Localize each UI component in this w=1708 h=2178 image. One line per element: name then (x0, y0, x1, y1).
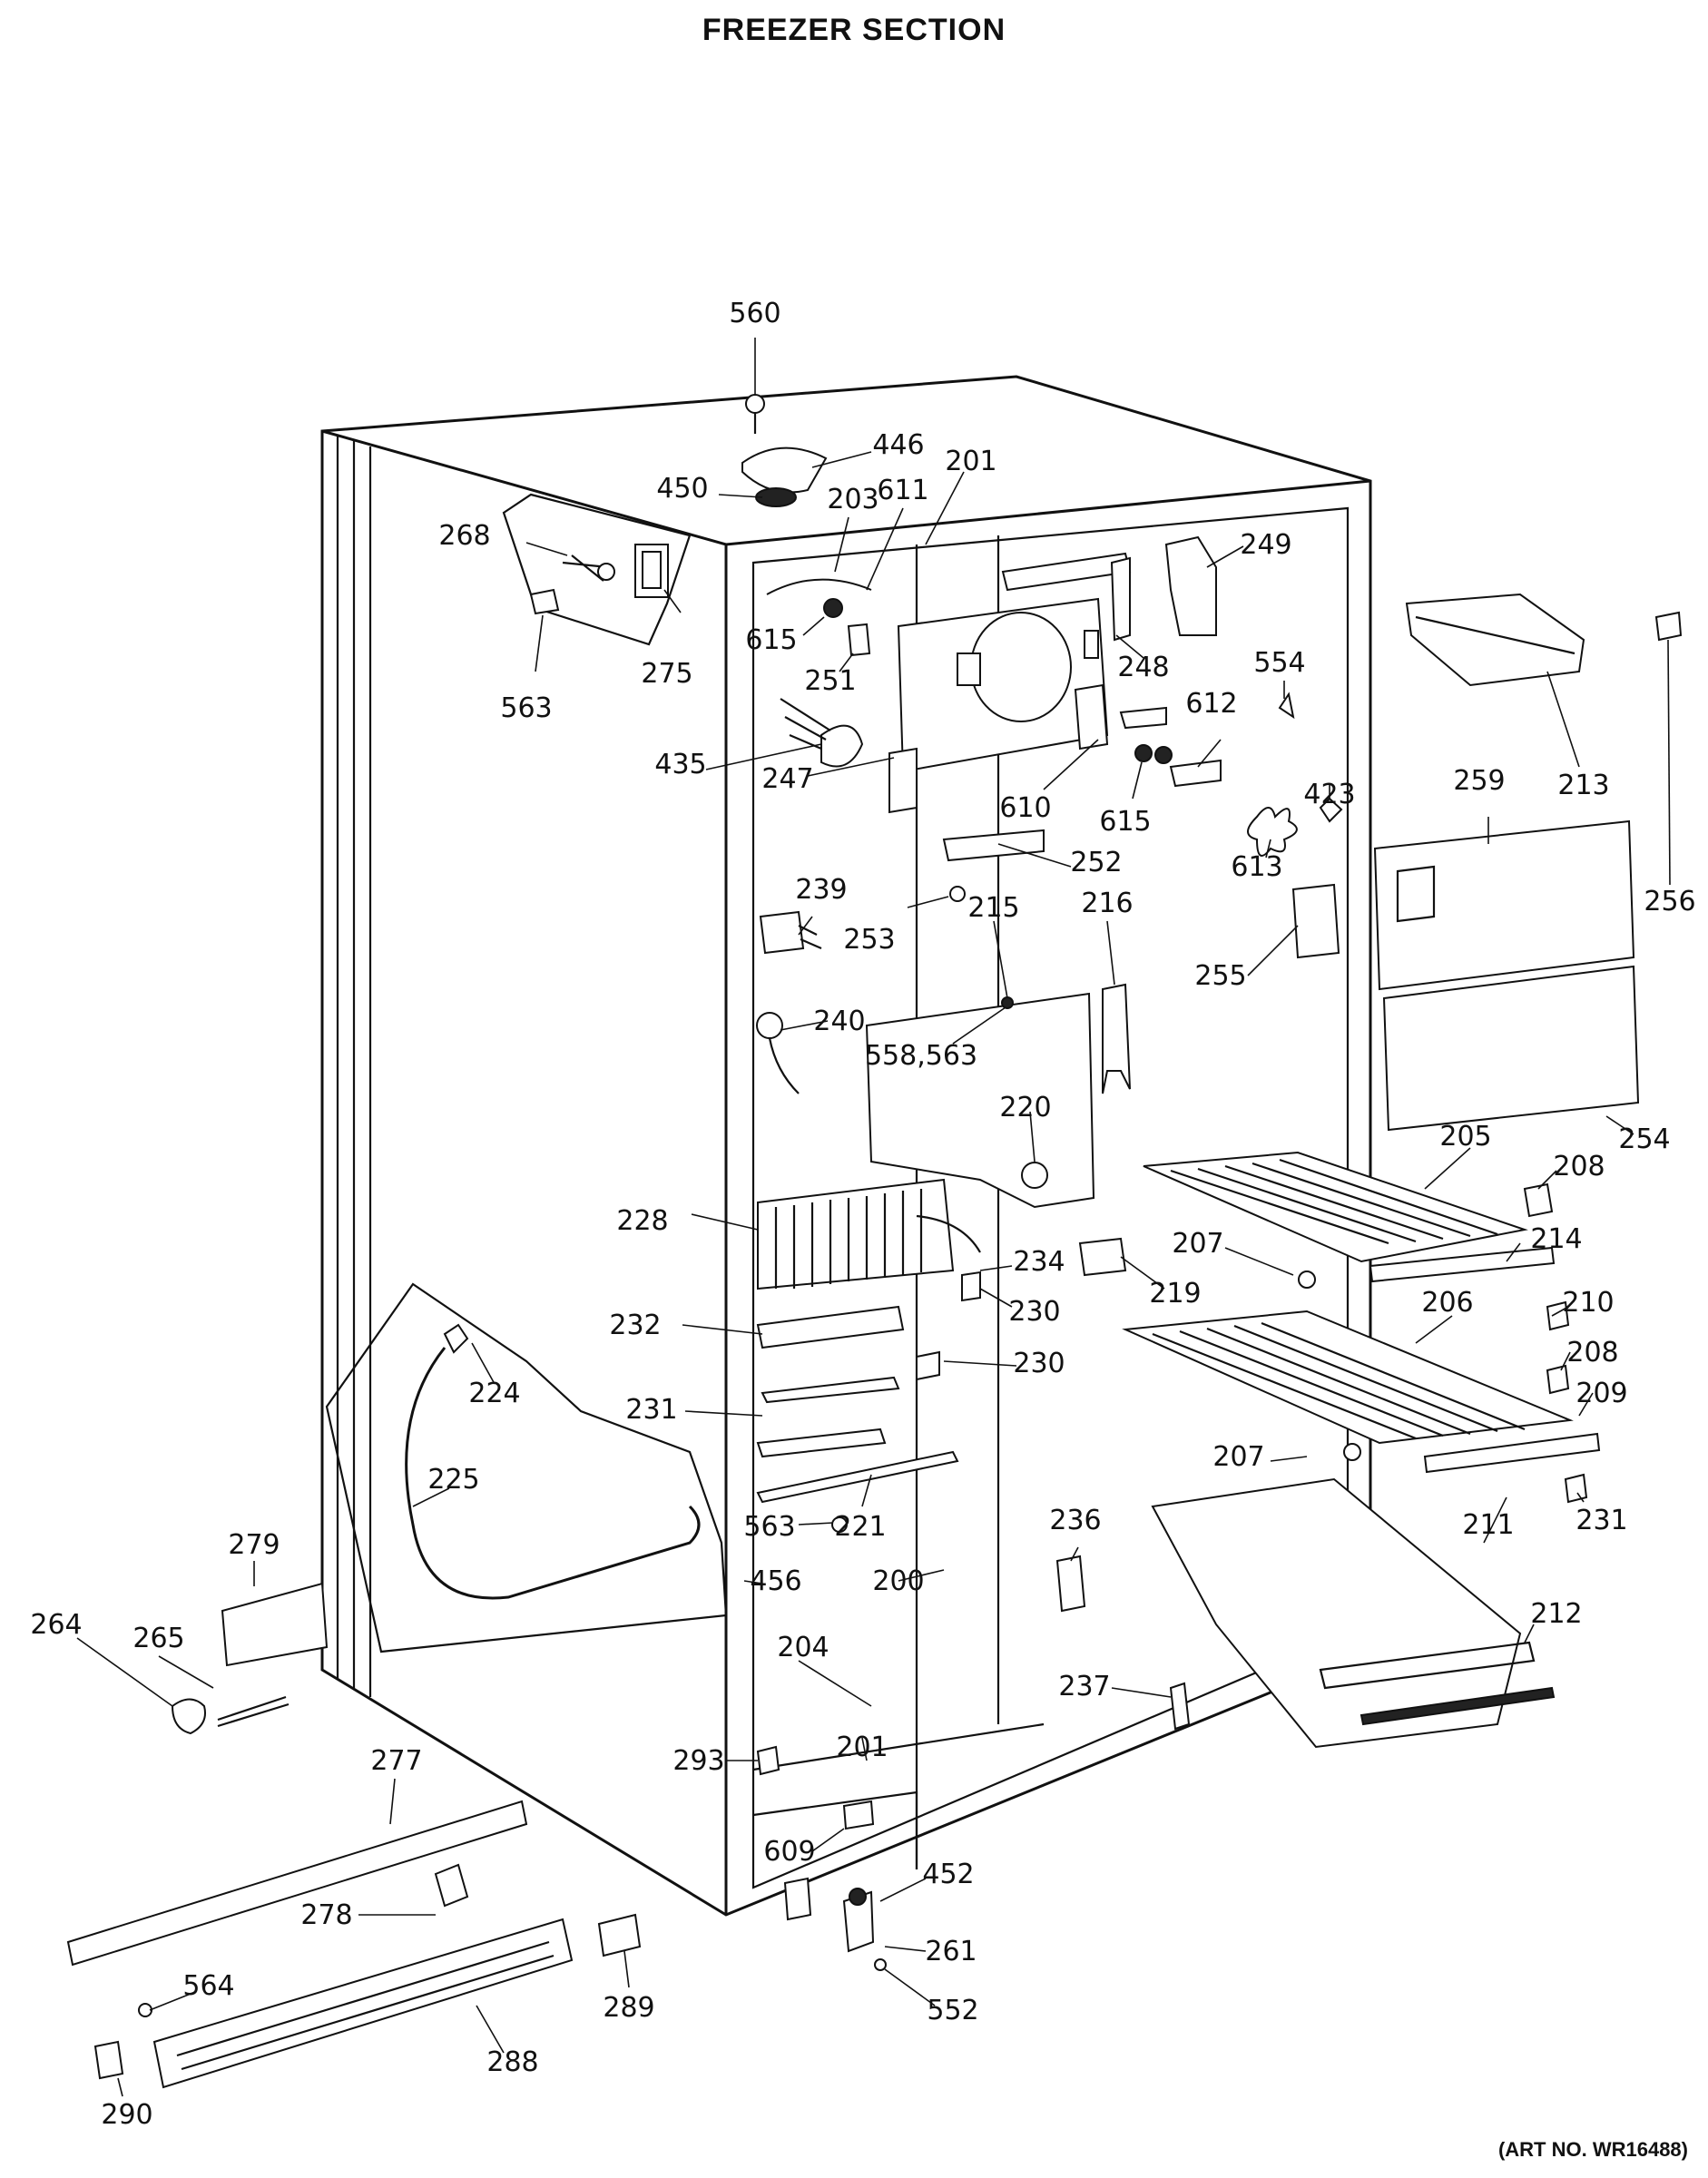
callout-214: 214 (1530, 1223, 1582, 1255)
callout-278: 278 (300, 1899, 352, 1931)
callout-221: 221 (834, 1511, 886, 1543)
callout-615a: 615 (745, 624, 797, 656)
callout-253: 253 (843, 924, 895, 956)
callout-290: 290 (101, 2099, 152, 2131)
callout-293: 293 (672, 1745, 724, 1777)
callout-208b: 208 (1566, 1337, 1618, 1369)
callout-236: 236 (1049, 1505, 1101, 1536)
callout-256: 256 (1644, 886, 1695, 917)
base-left-parts (66, 1582, 642, 2089)
callout-611: 611 (877, 475, 928, 506)
gasket-panel (325, 1282, 728, 1653)
callout-275: 275 (641, 658, 692, 690)
callout-279: 279 (228, 1529, 280, 1561)
callout-615b: 615 (1099, 806, 1151, 838)
callout-268: 268 (438, 520, 490, 552)
callout-206: 206 (1421, 1287, 1473, 1319)
callout-609: 609 (763, 1836, 815, 1868)
callout-255: 255 (1194, 960, 1246, 992)
evaporator (757, 1178, 981, 1290)
callout-228: 228 (616, 1205, 668, 1237)
top-parts (741, 394, 828, 507)
callout-277: 277 (370, 1745, 422, 1777)
callout-203: 203 (827, 484, 879, 515)
left-side-parts (502, 493, 692, 646)
callout-219: 219 (1149, 1278, 1201, 1310)
callout-247: 247 (761, 763, 813, 795)
diagram-title: FREEZER SECTION (702, 13, 1006, 47)
callout-209: 209 (1575, 1378, 1627, 1409)
callout-613: 613 (1231, 851, 1282, 883)
callout-215: 215 (967, 892, 1019, 924)
callout-230b: 230 (1013, 1348, 1065, 1379)
base-right-parts (756, 1745, 887, 1971)
cover-panel (865, 983, 1131, 1209)
callout-231b: 231 (1575, 1505, 1627, 1536)
callout-213: 213 (1557, 770, 1609, 801)
callout-200: 200 (872, 1565, 924, 1597)
callout-207a: 207 (1172, 1228, 1223, 1260)
callout-254: 254 (1618, 1123, 1670, 1155)
callout-450: 450 (656, 473, 708, 505)
right-accessories (1122, 593, 1683, 1749)
callout-230a: 230 (1008, 1296, 1060, 1328)
callout-265: 265 (133, 1623, 184, 1654)
left-wall-parts (756, 910, 822, 1094)
callout-239: 239 (795, 874, 847, 906)
callout-264: 264 (30, 1609, 82, 1641)
callout-237: 237 (1058, 1671, 1110, 1702)
callout-452: 452 (922, 1859, 974, 1890)
callout-211: 211 (1462, 1509, 1514, 1541)
callout-456: 456 (750, 1565, 801, 1597)
callout-554: 554 (1253, 647, 1305, 679)
callout-249: 249 (1240, 529, 1291, 561)
callout-205: 205 (1439, 1121, 1491, 1153)
callout-201a: 201 (945, 446, 996, 477)
callout-558563: 558,563 (865, 1040, 977, 1072)
callout-423: 423 (1303, 779, 1355, 810)
art-number: (ART NO. WR16488) (1497, 2138, 1688, 2161)
drain-parts (756, 1237, 1191, 1731)
callout-563b: 563 (743, 1511, 795, 1543)
leader-lines (76, 338, 1671, 2097)
callout-259: 259 (1453, 765, 1505, 797)
callout-240: 240 (813, 1006, 865, 1037)
callout-610: 610 (999, 792, 1051, 824)
callout-288: 288 (486, 2046, 538, 2078)
callout-224: 224 (468, 1378, 520, 1409)
callout-208a: 208 (1553, 1151, 1605, 1182)
callout-231a: 231 (625, 1394, 677, 1426)
callout-234: 234 (1013, 1246, 1065, 1278)
callout-252: 252 (1070, 847, 1122, 878)
callout-216: 216 (1081, 888, 1133, 919)
callout-248: 248 (1117, 652, 1169, 683)
callout-446: 446 (872, 429, 924, 461)
callout-212: 212 (1530, 1598, 1582, 1630)
callout-225: 225 (427, 1464, 479, 1496)
callout-612: 612 (1185, 688, 1237, 720)
callout-564: 564 (182, 1970, 234, 2002)
callout-201b: 201 (836, 1732, 888, 1763)
callout-563a: 563 (500, 692, 552, 724)
callout-552: 552 (927, 1995, 978, 2026)
callout-207b: 207 (1212, 1441, 1264, 1473)
callout-232: 232 (609, 1310, 661, 1341)
callout-560: 560 (729, 298, 780, 329)
callout-220: 220 (999, 1092, 1051, 1123)
callout-261: 261 (925, 1936, 977, 1967)
callout-289: 289 (603, 1992, 654, 2024)
callout-204: 204 (777, 1632, 829, 1663)
callout-251: 251 (804, 665, 856, 697)
callout-435: 435 (654, 749, 706, 780)
upper-panel-parts (766, 535, 1298, 902)
callout-210: 210 (1562, 1287, 1614, 1319)
